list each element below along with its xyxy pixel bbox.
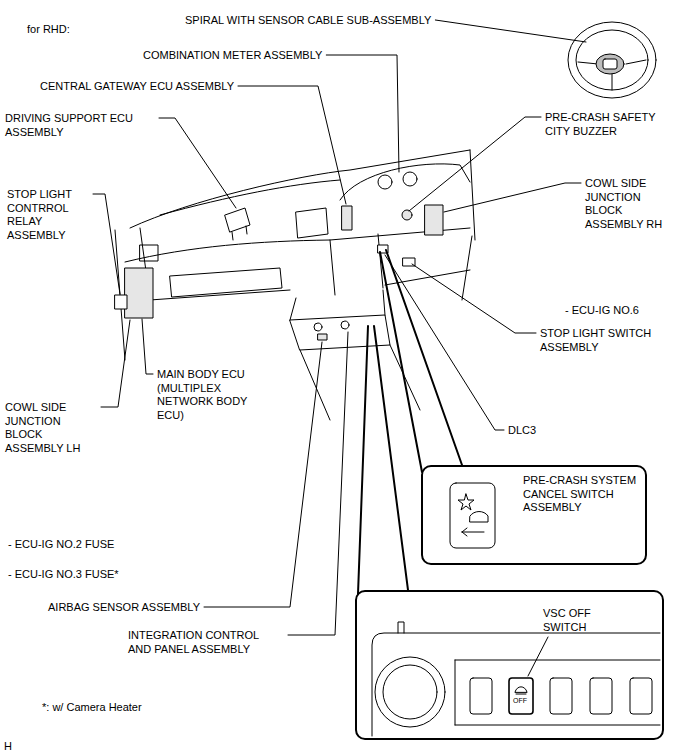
meter-hood [340, 164, 470, 200]
footnote: *: w/ Camera Heater [42, 701, 142, 715]
leader-line [159, 118, 236, 208]
part-label: COMBINATION METER ASSEMBLY [143, 49, 322, 63]
meter-dial [403, 172, 417, 186]
driving-support-ecu [225, 208, 250, 240]
figure-code: H [4, 740, 12, 754]
part-label: INTEGRATION CONTROL AND PANEL ASSEMBLY [128, 629, 284, 656]
vsc-off-switch [509, 678, 533, 714]
leader-line [528, 637, 548, 676]
inset-pointer [380, 250, 462, 472]
steering-spoke [578, 60, 646, 90]
fuse-label: - ECU-IG NO.6 [565, 304, 639, 318]
switch-button [630, 678, 652, 714]
switch-symbol [462, 528, 484, 536]
panel-knob [341, 321, 349, 329]
dashboard-outline [150, 270, 470, 300]
leader-line [385, 255, 504, 430]
panel-knob [314, 323, 322, 331]
part-label: STOP LIGHT SWITCH ASSEMBLY [540, 327, 672, 354]
leader-line [238, 86, 346, 204]
leader-line [409, 117, 541, 211]
leader-line [204, 342, 322, 607]
junction-block-rh [425, 205, 443, 235]
switch-button [550, 678, 572, 714]
leader-line [93, 194, 120, 294]
leader-line [326, 55, 399, 172]
part-label: COWL SIDE JUNCTION BLOCK ASSEMBLY LH [5, 401, 97, 455]
fuse-label: - ECU-IG NO.2 FUSE [8, 538, 114, 552]
part-label: DLC3 [508, 424, 536, 438]
door-trim [462, 150, 475, 300]
center-stack [330, 234, 383, 295]
inset-box: VSC OFF SWITCH [355, 590, 664, 740]
steering-wheel [568, 22, 656, 98]
switch-symbol [515, 687, 527, 694]
switch-strip [455, 660, 660, 725]
part-label: AIRBAG SENSOR ASSEMBLY [48, 601, 200, 615]
switch-text: OFF [513, 697, 527, 705]
part-label: STOP LIGHT CONTRROL RELAY ASSEMBLY [7, 188, 89, 242]
central-gateway-ecu [342, 206, 352, 230]
leader-line [444, 183, 581, 212]
steering-wheel [576, 30, 648, 90]
inset-pointer [358, 326, 408, 594]
leader-line [435, 20, 586, 42]
console-panel [372, 633, 660, 736]
leader-line [142, 319, 153, 374]
part-label: VSC OFF SWITCH [543, 607, 607, 634]
buzzer [402, 210, 412, 220]
spiral-cable [596, 54, 624, 74]
console-detail [398, 622, 404, 633]
part-label: CENTRAL GATEWAY ECU ASSEMBLY [40, 80, 234, 94]
airbag-sensor [318, 334, 327, 340]
steering-hub [603, 59, 617, 69]
leader-line [101, 320, 130, 407]
console-knob [383, 665, 437, 719]
part-label: SPIRAL WITH SENSOR CABLE SUB-ASSEMBLY [185, 14, 431, 28]
inset-box: PRE-CRASH SYSTEM CANCEL SWITCH ASSEMBLY [421, 465, 647, 565]
switch-button [590, 678, 612, 714]
meter-dial [378, 175, 392, 189]
fuse-label: - ECU-IG NO.3 FUSE* [8, 568, 119, 582]
part-label: PRE-CRASH SAFETY CITY BUZZER [545, 111, 670, 138]
switch-symbol [458, 494, 474, 510]
part-label: DRIVING SUPPORT ECU ASSEMBLY [5, 112, 155, 139]
console-knob [375, 657, 445, 727]
part-label: PRE-CRASH SYSTEM CANCEL SWITCH ASSEMBLY [523, 474, 639, 515]
part-label: COWL SIDE JUNCTION BLOCK ASSEMBLY RH [585, 177, 677, 231]
junction-block-lh [125, 268, 153, 318]
center-display [296, 208, 328, 238]
leader-line [412, 264, 536, 333]
glove-box [170, 268, 282, 297]
switch-button [470, 678, 492, 714]
switch-icon [450, 483, 495, 548]
stop-light-relay [115, 295, 127, 309]
leader-line [288, 332, 348, 635]
switch-symbol [470, 512, 488, 523]
part-label: MAIN BODY ECU (MULTIPLEX NETWORK BODY EC… [157, 368, 263, 422]
dashboard-outline [130, 150, 470, 228]
view-heading: for RHD: [27, 23, 70, 37]
